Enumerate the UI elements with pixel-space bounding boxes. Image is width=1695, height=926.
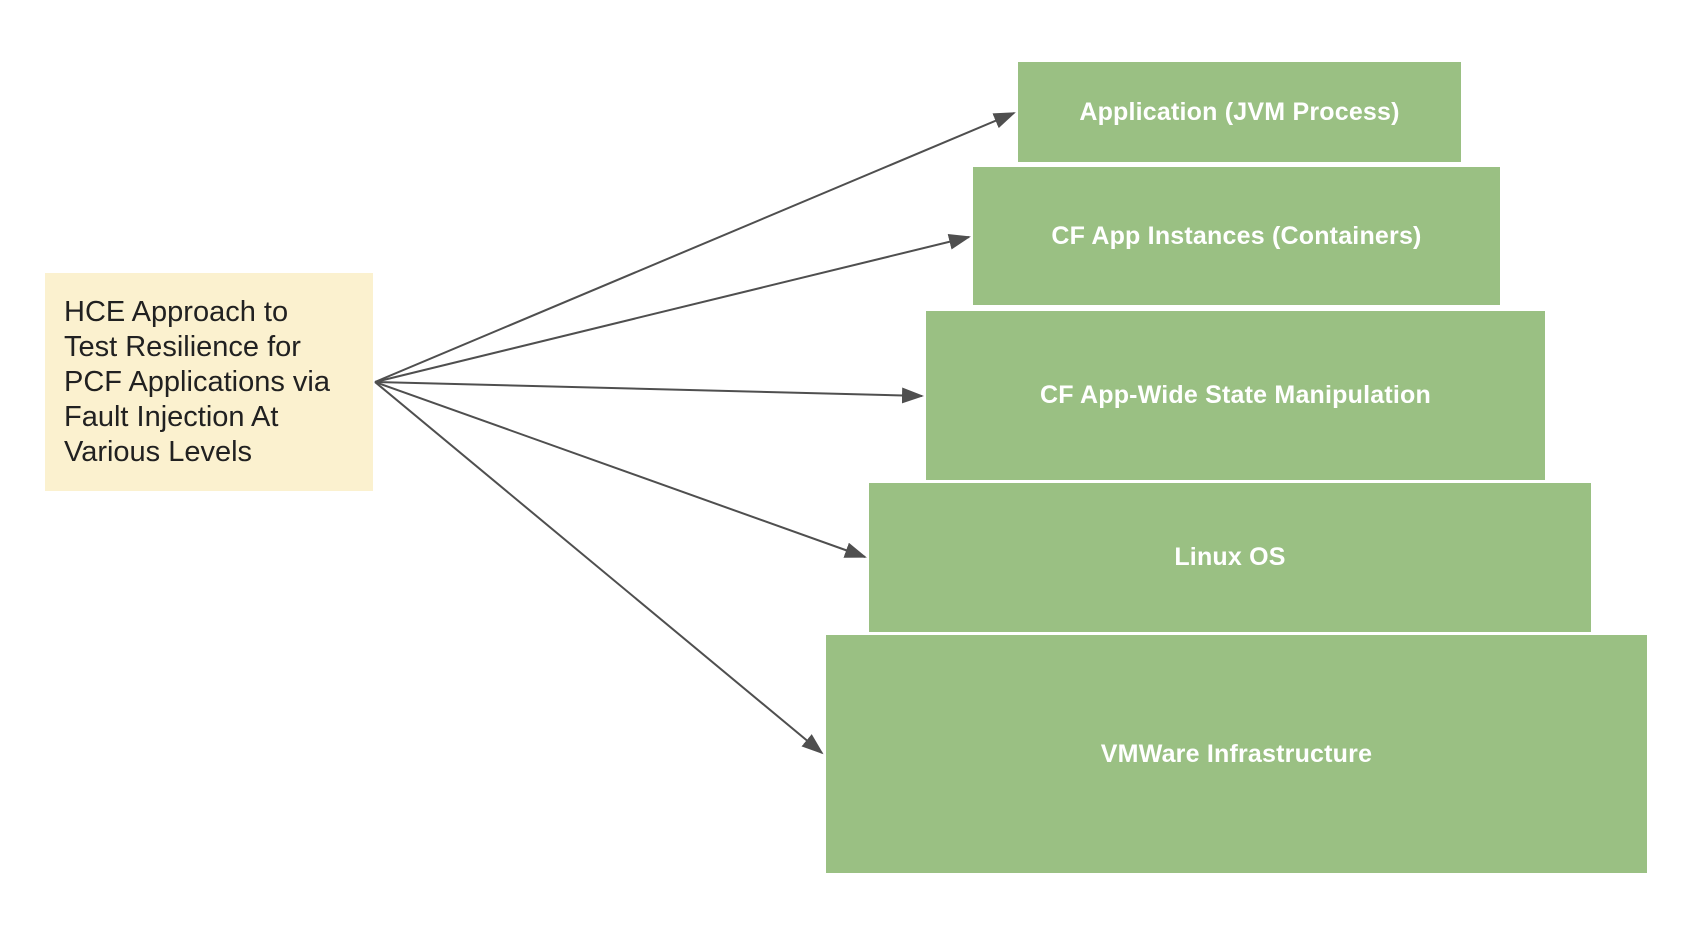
arrow-to-cf-app-instances [374, 233, 971, 383]
level-box-application-jvm-process: Application (JVM Process) [1018, 62, 1461, 162]
level-label: Application (JVM Process) [1079, 97, 1400, 126]
source-box-text: HCE Approach to Test Resilience for PCF … [64, 295, 330, 468]
arrow-to-application-jvm-process [374, 112, 1016, 383]
source-box: HCE Approach to Test Resilience for PCF … [45, 273, 373, 491]
arrow-to-cf-app-wide-state-manipulation [374, 381, 924, 404]
level-label: CF App Instances (Containers) [1051, 221, 1422, 250]
level-box-linux-os: Linux OS [869, 483, 1591, 632]
arrow-to-vmware-infrastructure [374, 381, 824, 755]
level-box-cf-app-instances: CF App Instances (Containers) [973, 167, 1500, 305]
level-label: VMWare Infrastructure [1100, 739, 1373, 768]
level-box-cf-app-wide-state-manipulation: CF App-Wide State Manipulation [926, 311, 1545, 480]
level-label: Linux OS [1174, 543, 1286, 571]
arrow-to-linux-os [374, 381, 867, 558]
level-box-vmware-infrastructure: VMWare Infrastructure [826, 635, 1647, 873]
level-label: CF App-Wide State Manipulation [1040, 381, 1431, 409]
